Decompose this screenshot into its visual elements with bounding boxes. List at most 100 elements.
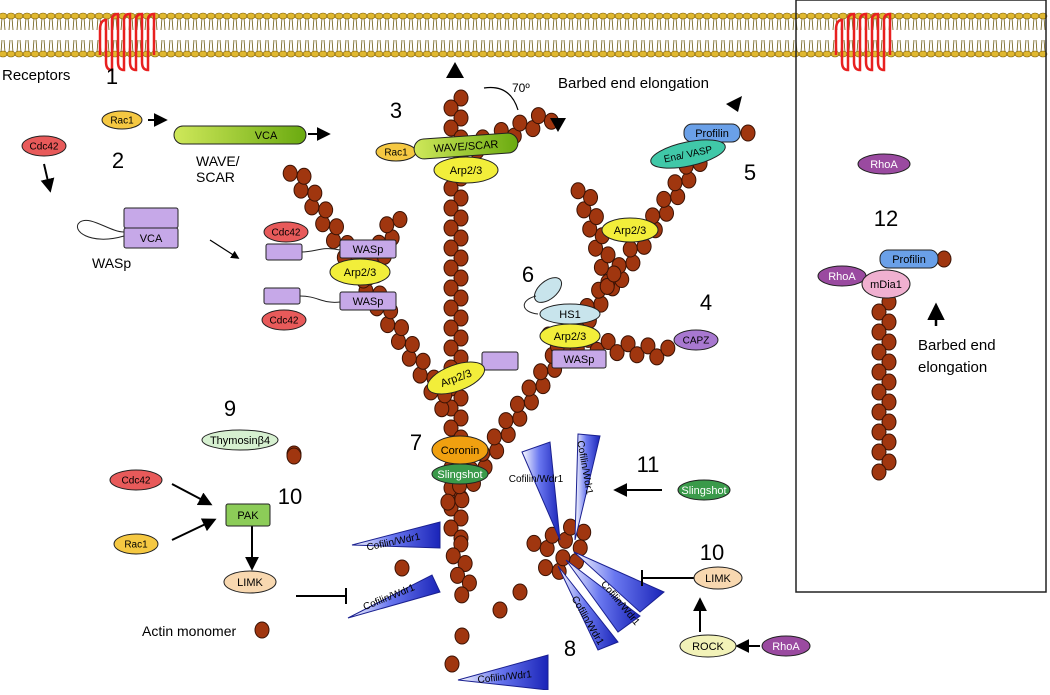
step-number-12: 12 [874,206,898,231]
rhoa-protein-3: RhoA [817,265,867,287]
profilin-protein-2-label: Profilin [892,254,926,266]
arp23-protein-3: Arp2/3 [601,217,659,243]
lipid-head [902,50,912,58]
actin-subunit [443,99,459,117]
actin-subunit [443,239,459,257]
actin-subunit [600,333,616,351]
lipid-head [702,50,712,58]
actin-subunit [871,343,887,361]
lipid-head [894,12,904,20]
wasp-protein-2-label: WASp [353,296,384,308]
rhoa-protein-1: RhoA [761,635,811,657]
lipid-head [774,12,784,20]
actin-subunit [443,199,459,217]
actin-subunit [282,164,298,182]
lipid-head [294,50,304,58]
lipid-head [1022,12,1032,20]
lipid-head [270,12,280,20]
lipid-head [358,50,368,58]
lipid-head [814,12,824,20]
actin-subunit [582,220,598,238]
lipid-head [942,50,952,58]
lipid-head [318,12,328,20]
wave-scar-caption-1: WAVE/ [196,153,240,169]
actin-subunit [457,554,473,572]
wasp-small-box-1 [265,243,303,261]
actin-subunit [443,259,459,277]
lipid-head [558,12,568,20]
mdia1-protein: mDia1 [861,269,911,299]
arp23-protein-1-label: Arp2/3 [450,165,482,177]
lipid-head [174,50,184,58]
rac1-protein-3-label: Rac1 [124,540,148,551]
pak-protein-label: PAK [237,510,259,522]
actin-subunit [538,559,554,577]
mdia1-protein-label: mDia1 [870,279,902,291]
arp23-protein-2-label: Arp2/3 [344,267,376,279]
lipid-head [566,50,576,58]
actin-subunit [583,188,599,206]
hs1-protein-label: HS1 [559,309,580,321]
lipid-head [174,12,184,20]
lipid-head [934,50,944,58]
lipid-head [462,12,472,20]
lipid-head [398,50,408,58]
actin-subunit [498,412,514,430]
actin-subunit [609,344,625,362]
cofilin-wedge-8 [573,551,665,613]
lipid-head [414,50,424,58]
actin-subunit [443,339,459,357]
lipid-head [406,50,416,58]
actin-subunit [599,277,615,295]
lipid-head [726,50,736,58]
cdc42-protein-2-label: Cdc42 [272,228,301,239]
lipid-head [398,12,408,20]
lipid-head [198,12,208,20]
step-number-8: 8 [564,636,576,661]
lipid-head [918,12,928,20]
lipid-head [670,50,680,58]
cdc42-protein-4: Cdc42 [109,469,163,491]
lipid-head [470,50,480,58]
actin-subunit [453,535,469,553]
actin-subunit [440,493,456,511]
capz-protein: CAPZ [673,329,719,351]
lipid-head [966,12,976,20]
lipid-head [910,50,920,58]
lipid-head [734,12,744,20]
lipid-head [654,12,664,20]
cofilin-wedge-1: Cofilin/Wdr1 [351,521,441,554]
step-number-10b: 10 [700,540,724,565]
pak-protein: PAK [225,503,271,527]
slingshot-protein-1-label: Slingshot [437,469,482,481]
arrows-group [40,86,945,653]
lipid-head [646,12,656,20]
actin-subunit [881,393,897,411]
lipid-head [558,50,568,58]
lipid-head [894,50,904,58]
actin-subunit [444,655,460,673]
lipid-head [606,50,616,58]
lipid-head [926,12,936,20]
actin-subunit [871,403,887,421]
receptor-left-icon [98,12,156,72]
actin-subunit [881,333,897,351]
lipid-head [574,50,584,58]
lipid-head [1022,50,1032,58]
lipid-head [190,12,200,20]
profilin-protein-1: Profilin [683,123,741,143]
lipid-head [374,50,384,58]
cofilin-group: Cofilin/Wdr1 Cofilin/Wdr1 Cofilin/Wdr1 C… [347,433,665,691]
lipid-head [814,50,824,58]
actin-subunit [576,523,592,541]
wave-scar-vca-protein: VCA [173,125,307,145]
lipid-head [158,12,168,20]
lipid-head [758,12,768,20]
hs1-protein: HS1 [539,303,601,325]
profilin-protein-2: Profilin [879,249,939,269]
actin-subunit [453,329,469,347]
actin-subunit [588,208,604,226]
limk-protein-1-label: LIMK [237,577,263,589]
step-number-10a: 10 [278,484,302,509]
